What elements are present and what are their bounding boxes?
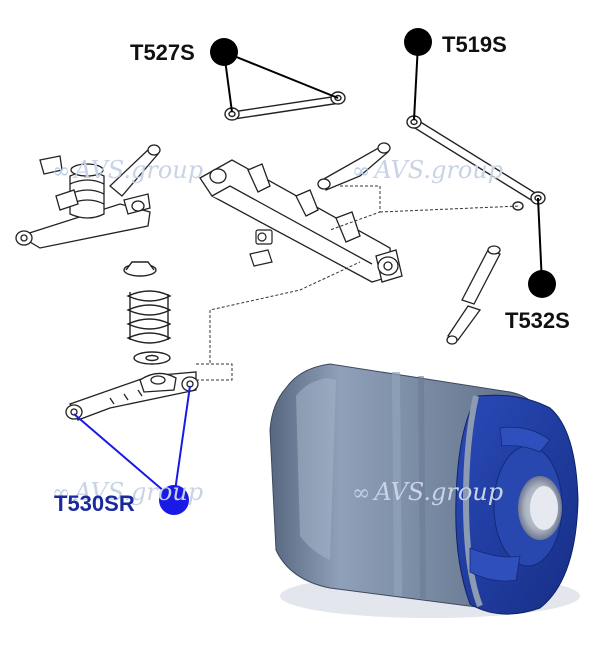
label-t519s: T519S [442, 32, 507, 57]
marker-t527s [210, 38, 238, 66]
watermark-1: ∞AVS.group [52, 156, 204, 184]
leader-lines [73, 43, 543, 499]
label-t527s: T527S [130, 40, 195, 65]
coil-spring [123, 261, 172, 365]
infinity-icon: ∞ [52, 159, 71, 184]
infinity-icon: ∞ [352, 481, 371, 506]
shock-absorber [446, 245, 501, 345]
infinity-icon: ∞ [52, 481, 71, 506]
marker-t530sr [159, 485, 189, 515]
upper-link-t527s [224, 91, 346, 121]
watermark-3: ∞AVS.group [52, 478, 204, 506]
assembled-rear-suspension [15, 144, 161, 249]
lower-control-arm [65, 371, 199, 421]
exploded-view-guides [196, 185, 521, 381]
infinity-icon: ∞ [352, 159, 371, 184]
marker-t519s [404, 28, 432, 56]
trailing-arm-upper [317, 142, 391, 191]
watermark-4: ∞AVS.group [352, 478, 504, 506]
watermark-2: ∞AVS.group [352, 156, 504, 184]
marker-t532s [528, 270, 556, 298]
lateral-link-t519s [406, 115, 546, 211]
axle-beam [199, 159, 403, 283]
label-t532s: T532S [505, 308, 570, 333]
bushing-product-image [269, 363, 580, 618]
axle-bracket-parts [249, 229, 273, 267]
label-t530sr: T530SR [54, 491, 135, 516]
